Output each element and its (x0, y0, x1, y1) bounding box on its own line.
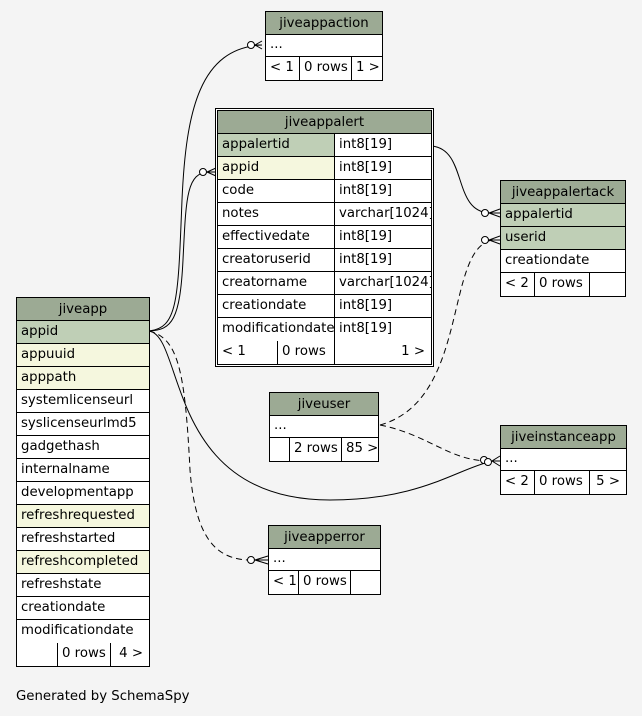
parents-count: < 1 (269, 571, 299, 594)
table-ellipsis: ... (270, 416, 378, 438)
column-name: systemlicenseurl (21, 393, 134, 408)
column-name: creationdate (21, 600, 106, 615)
column-appalertid: appalertid (505, 207, 573, 222)
column-name: appalertid (218, 134, 335, 156)
column-row: notes varchar[1024] (218, 203, 431, 226)
table-jiveappaction[interactable]: jiveappaction ... < 1 0 rows 1 > (265, 11, 383, 81)
column-type: int8[19] (339, 183, 393, 198)
table-title: jiveapperror (269, 526, 380, 549)
fk-line-appalertack (431, 145, 491, 214)
children-count (351, 571, 380, 594)
parents-count: < 2 (501, 471, 535, 494)
fk-line-appaction (148, 44, 263, 332)
table-jiveapperror[interactable]: jiveapperror ... < 1 0 rows (268, 525, 381, 595)
table-jiveappalertack[interactable]: jiveappalertack appalertid userid creati… (500, 180, 626, 297)
column-name: code (218, 180, 335, 202)
column-type: int8[19] (339, 298, 393, 313)
column-row: creatoruserid int8[19] (218, 249, 431, 272)
children-count: 85 > (346, 441, 378, 456)
row-count: 2 rows (290, 438, 342, 461)
column-name: internalname (21, 462, 110, 477)
column-name: gadgethash (21, 439, 100, 454)
fk-line-user-ack (379, 239, 493, 426)
column-name: creationdate (218, 295, 335, 317)
row-count: 0 rows (535, 471, 590, 494)
column-name: refreshstate (21, 577, 102, 592)
parents-count (17, 643, 58, 666)
table-ellipsis: ... (266, 35, 382, 57)
table-title: jiveuser (270, 393, 378, 416)
column-row: creatorname varchar[1024] (218, 272, 431, 295)
column-name: creatorname (218, 272, 335, 294)
column-name: apppath (17, 367, 149, 389)
fk-line-app-instance (148, 330, 493, 501)
column-row: code int8[19] (218, 180, 431, 203)
crowfoot-appaction (247, 41, 255, 49)
column-name: refreshstarted (21, 531, 116, 546)
table-title: jiveappalert (218, 111, 431, 134)
row-count: 0 rows (299, 571, 351, 594)
column-name: creatoruserid (218, 249, 335, 271)
table-ellipsis: ... (501, 449, 626, 471)
parents-count: < 2 (501, 273, 535, 296)
children-count: 1 > (356, 60, 380, 75)
column-type: int8[19] (339, 321, 393, 336)
column-row: appalertid int8[19] (218, 134, 431, 157)
column-name: refreshcompleted (17, 551, 149, 573)
crowfoot-ack-user (481, 236, 489, 244)
generated-by-label: Generated by SchemaSpy (16, 689, 190, 704)
table-title: jiveappalertack (501, 181, 625, 204)
children-count (590, 273, 625, 296)
column-userid: userid (505, 230, 547, 245)
crowfoot-appalert (199, 168, 207, 176)
row-count: 0 rows (58, 643, 111, 666)
crowfoot-appalertack (481, 209, 489, 217)
column-row: effectivedate int8[19] (218, 226, 431, 249)
column-name: appuuid (17, 344, 149, 366)
column-name: syslicenseurlmd5 (21, 416, 137, 431)
children-count: 5 > (596, 474, 620, 489)
column-type: int8[19] (339, 160, 393, 175)
column-name: notes (218, 203, 335, 225)
fk-line-appalert (148, 171, 210, 332)
column-name: effectivedate (218, 226, 335, 248)
column-type: int8[19] (339, 229, 393, 244)
fk-line-app-error (148, 330, 259, 561)
parents-count: < 1 (218, 341, 278, 364)
column-name: developmentapp (21, 485, 134, 500)
table-jiveinstanceapp[interactable]: jiveinstanceapp ... < 2 0 rows 5 > (500, 425, 627, 495)
row-count: 0 rows (535, 273, 590, 296)
column-name: refreshrequested (17, 505, 149, 527)
column-type: varchar[1024] (339, 275, 431, 290)
table-ellipsis: ... (269, 549, 380, 571)
row-count: 0 rows (300, 57, 352, 80)
column-type: int8[19] (339, 252, 393, 267)
column-row: appid int8[19] (218, 157, 431, 180)
column-name: appid (17, 321, 149, 343)
children-count: 1 > (401, 344, 425, 359)
table-title: jiveappaction (266, 12, 382, 35)
table-jiveuser[interactable]: jiveuser ... 2 rows 85 > (269, 392, 379, 462)
table-title: jiveinstanceapp (501, 426, 626, 449)
row-count: 0 rows (278, 341, 335, 364)
column-creationdate: creationdate (505, 253, 590, 268)
column-type: int8[19] (339, 137, 393, 152)
crowfoot-instance-2 (484, 458, 492, 466)
column-name: modificationdate (21, 623, 134, 638)
column-name: modificationdate (218, 318, 335, 341)
parents-count (270, 438, 290, 461)
children-count: 4 > (119, 646, 143, 661)
table-jiveappalert[interactable]: jiveappalert appalertid int8[19] appid int8… (215, 108, 434, 367)
fk-line-user-instance (379, 424, 493, 462)
parents-count: < 1 (266, 57, 300, 80)
column-row: modificationdate int8[19] (218, 318, 431, 341)
column-type: varchar[1024] (339, 206, 431, 221)
column-row: creationdate int8[19] (218, 295, 431, 318)
column-name: appid (218, 157, 335, 179)
table-title: jiveapp (17, 298, 149, 321)
